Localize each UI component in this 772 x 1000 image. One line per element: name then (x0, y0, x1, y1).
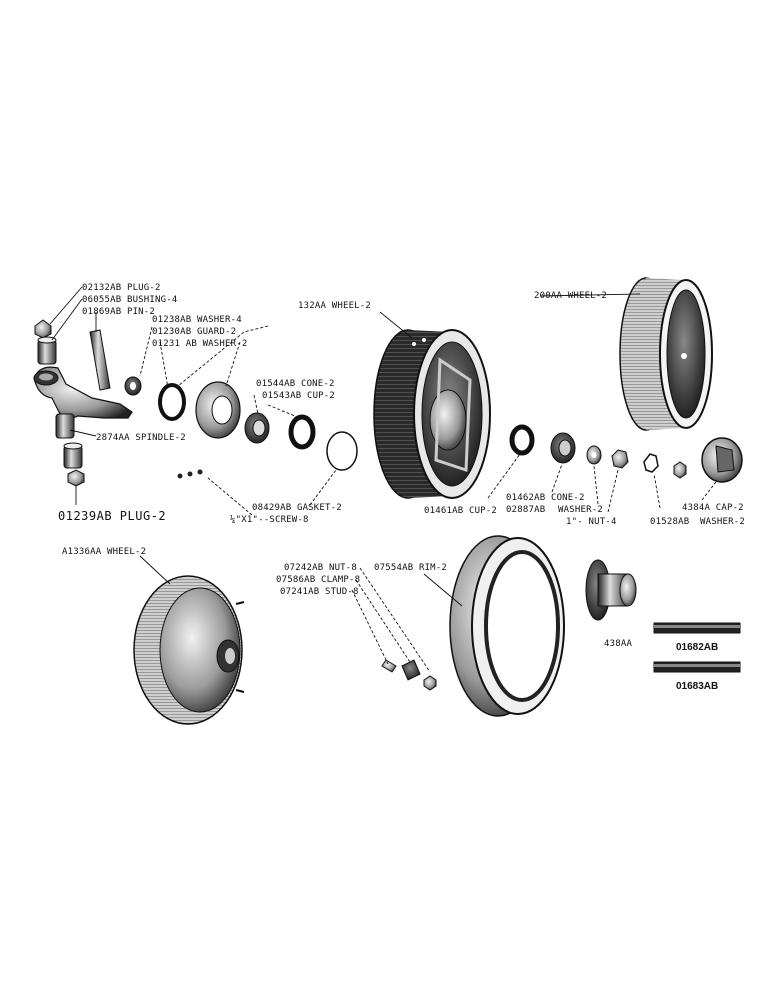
label-spindle: 2874AA SPINDLE-2 (96, 433, 186, 443)
stud-part (381, 659, 397, 673)
spindle-part (33, 366, 133, 439)
leader-lines (49, 286, 717, 673)
label-bushing: 06055AB BUSHING-4 (82, 295, 178, 305)
bushing-part (37, 336, 57, 365)
label-guard: 01230AB GUARD-2 (152, 327, 236, 337)
label-washer-d-code: 01528AB (650, 517, 689, 527)
labels: 02132AB PLUG-2 06055AB BUSHING-4 01869AB… (58, 283, 745, 692)
label-hub: 438AA (604, 639, 632, 649)
axle-b-part (653, 661, 741, 673)
label-wheel-a1336: A1336AA WHEEL-2 (62, 547, 146, 557)
nut-b-part (423, 675, 437, 691)
label-clamp: 07586AB CLAMP-8 (276, 575, 360, 585)
label-wheel-132: 132AA WHEEL-2 (298, 301, 371, 311)
rim-part (449, 535, 565, 717)
label-cone-b: 01462AB CONE-2 (506, 493, 585, 503)
label-nut-b: 07242AB NUT-8 (284, 563, 357, 573)
gasket-part (326, 431, 358, 471)
wheel-200-part (619, 277, 713, 431)
washer-small-part (124, 376, 142, 396)
label-plug-b: 01239AB PLUG-2 (58, 509, 166, 523)
wheel-a1336-part (133, 575, 245, 725)
label-washer-a: 01238AB WASHER-4 (152, 315, 242, 325)
hub-438-part (585, 559, 637, 621)
washer-c-part (586, 445, 602, 465)
label-wheel-200: 200AA WHEEL-2 (534, 291, 607, 301)
guard-part (195, 381, 241, 439)
label-cone-a: 01544AB CONE-2 (256, 379, 335, 389)
lower-bushing-part (63, 442, 83, 469)
label-cup-a: 01543AB CUP-2 (262, 391, 335, 401)
cup-a-part (288, 414, 316, 450)
cone-a-part (244, 412, 270, 444)
washer-d-part (643, 453, 659, 473)
label-washer-c-code: 02887AB (506, 505, 545, 515)
washer-ring-part (158, 383, 186, 421)
label-pin: 01869AB PIN-2 (82, 307, 155, 317)
label-axle-a: 01682AB (676, 642, 718, 653)
wheel-132-part (373, 329, 491, 499)
cup-b-part (509, 424, 535, 456)
label-screw: ¼"X1"--SCREW-8 (230, 515, 309, 525)
label-rim: 07554AB RIM-2 (374, 563, 447, 573)
label-washer-d: WASHER-2 (700, 517, 745, 527)
plug-top-part (34, 319, 52, 339)
pin-part (89, 329, 111, 391)
label-cup-b: 01461AB CUP-2 (424, 506, 497, 516)
label-cap: 4384A CAP-2 (682, 503, 744, 513)
label-washer-b: 01231 AB WASHER-2 (152, 339, 248, 349)
clamp-part (401, 659, 421, 681)
nut-part (611, 449, 629, 469)
axle-a-part (653, 622, 741, 634)
nut-small-part (673, 461, 687, 479)
cone-b-part (550, 432, 576, 464)
label-stud: 07241AB STUD-8 (280, 587, 359, 597)
label-plug-a: 02132AB PLUG-2 (82, 283, 161, 293)
label-washer-c: WASHER-2 (558, 505, 603, 515)
cap-part (701, 437, 743, 483)
label-nut: 1"- NUT-4 (566, 517, 617, 527)
spindle-group (33, 319, 133, 487)
screws-part (177, 469, 203, 479)
plug-bottom-part (67, 469, 85, 487)
label-gasket: 08429AB GASKET-2 (252, 503, 342, 513)
label-axle-b: 01683AB (676, 681, 718, 692)
